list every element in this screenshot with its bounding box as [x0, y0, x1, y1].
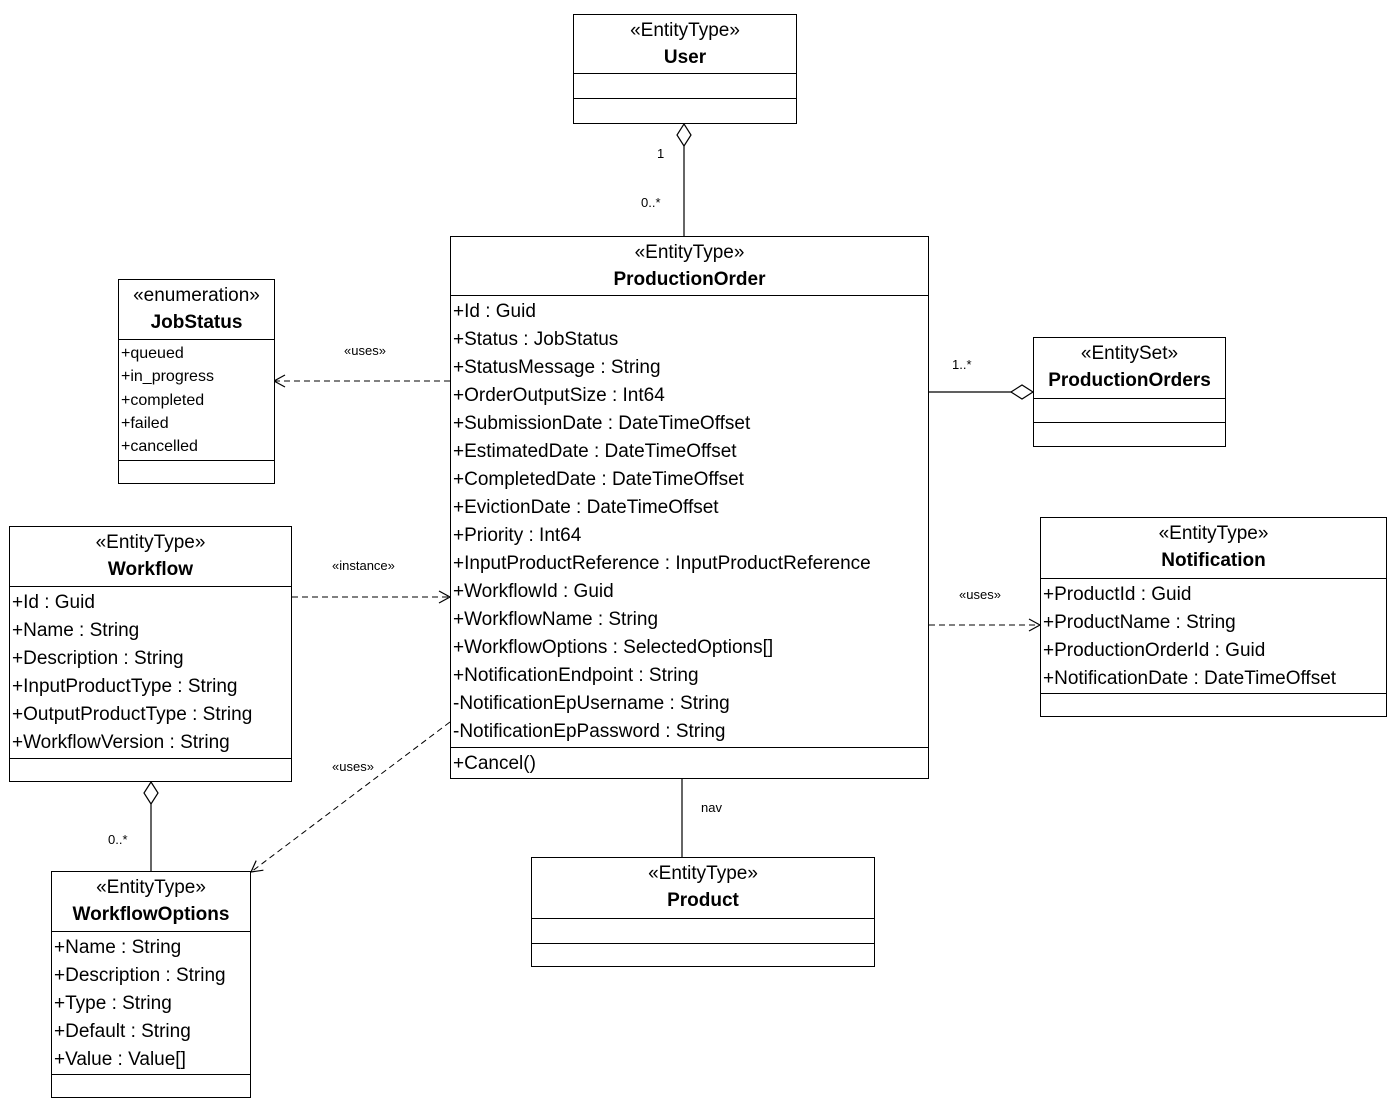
attribute: +ProductId : Guid	[1043, 584, 1192, 605]
class-job-status: «enumeration» JobStatus +queued +in_prog…	[118, 279, 275, 484]
attribute: +StatusMessage : String	[453, 357, 661, 378]
attribute: +WorkflowName : String	[453, 609, 659, 630]
enum-literal: +cancelled	[121, 438, 198, 456]
attribute: +WorkflowVersion : String	[12, 732, 230, 753]
class-product-name: Product	[667, 890, 739, 911]
class-workflow-options-stereotype: «EntityType»	[96, 877, 206, 898]
attribute: +InputProductReference : InputProductRef…	[453, 553, 871, 574]
class-production-order-attributes: +Id : Guid +Status : JobStatus +StatusMe…	[451, 296, 928, 748]
attribute: +Id : Guid	[453, 301, 536, 322]
attribute: +EvictionDate : DateTimeOffset	[453, 497, 719, 518]
class-user-stereotype: «EntityType»	[630, 20, 740, 41]
operation-cancel: +Cancel()	[453, 753, 536, 774]
label-uses-jobstatus: «uses»	[344, 343, 386, 358]
label-set-multiplicity: 1..*	[952, 357, 972, 372]
class-job-status-header: «enumeration» JobStatus	[119, 280, 274, 340]
user-aggregation-diamond	[676, 122, 692, 148]
orders-set-aggregation-diamond	[1009, 384, 1035, 400]
class-user-attributes	[574, 74, 796, 99]
class-production-order-name: ProductionOrder	[613, 269, 766, 290]
class-production-order: «EntityType» ProductionOrder +Id : Guid …	[450, 236, 929, 779]
label-uses-workflowoptions: «uses»	[332, 759, 374, 774]
class-production-orders-attributes	[1034, 399, 1225, 423]
attribute: +NotificationDate : DateTimeOffset	[1043, 668, 1337, 689]
class-notification-stereotype: «EntityType»	[1158, 523, 1269, 544]
attribute: +WorkflowId : Guid	[453, 581, 614, 602]
class-workflow-attributes: +Id : Guid +Name : String +Description :…	[10, 587, 291, 759]
class-notification-name: Notification	[1161, 550, 1266, 571]
class-workflow-name: Workflow	[107, 559, 194, 580]
attribute: +Name : String	[12, 620, 140, 641]
class-job-status-stereotype: «enumeration»	[133, 285, 260, 306]
label-uses-notification: «uses»	[959, 587, 1001, 602]
label-options-multiplicity: 0..*	[108, 832, 128, 847]
attribute: +OutputProductType : String	[12, 704, 253, 725]
class-production-order-stereotype: «EntityType»	[634, 242, 745, 263]
class-production-order-operations: +Cancel()	[451, 748, 928, 780]
enum-literal: +queued	[121, 345, 184, 362]
attribute: +ProductionOrderId : Guid	[1043, 640, 1266, 661]
class-workflow-options-attributes: +Name : String +Description : String +Ty…	[52, 932, 250, 1075]
class-production-orders-stereotype: «EntitySet»	[1080, 343, 1179, 364]
class-product-stereotype: «EntityType»	[648, 863, 758, 884]
attribute: +Priority : Int64	[453, 525, 582, 546]
attribute: +Value : Value[]	[54, 1049, 186, 1070]
attribute: +Default : String	[54, 1021, 191, 1042]
attribute: +Id : Guid	[12, 592, 95, 613]
attribute: +Name : String	[54, 937, 182, 958]
workflow-aggregation-diamond	[143, 780, 159, 806]
attribute: +NotificationEndpoint : String	[453, 665, 699, 686]
class-job-status-name: JobStatus	[150, 312, 243, 333]
label-user-multiplicity: 1	[657, 146, 665, 161]
attribute: +Status : JobStatus	[453, 329, 619, 350]
class-job-status-literals: +queued +in_progress +completed +failed …	[119, 340, 274, 461]
class-workflow: «EntityType» Workflow +Id : Guid +Name :…	[9, 526, 292, 782]
enum-literal: +failed	[121, 414, 169, 432]
attribute: +Type : String	[54, 993, 172, 1014]
class-user-header: «EntityType» User	[574, 15, 796, 74]
class-notification: «EntityType» Notification +ProductId : G…	[1040, 517, 1387, 717]
attribute: -NotificationEpUsername : String	[453, 693, 730, 714]
label-order-multiplicity: 0..*	[641, 195, 661, 210]
class-workflow-stereotype: «EntityType»	[95, 532, 206, 553]
class-user: «EntityType» User	[573, 14, 797, 124]
enum-literal: +completed	[121, 391, 205, 409]
class-production-orders-name: ProductionOrders	[1048, 370, 1211, 391]
class-workflow-header: «EntityType» Workflow	[10, 527, 291, 587]
class-production-orders: «EntitySet» ProductionOrders	[1033, 337, 1226, 447]
label-nav: nav	[701, 800, 722, 815]
attribute: -NotificationEpPassword : String	[453, 721, 726, 742]
class-notification-header: «EntityType» Notification	[1041, 518, 1386, 579]
attribute: +CompletedDate : DateTimeOffset	[453, 469, 744, 490]
attribute: +SubmissionDate : DateTimeOffset	[453, 413, 751, 434]
attribute: +ProductName : String	[1043, 612, 1236, 633]
class-product-header: «EntityType» Product	[532, 858, 874, 919]
attribute: +OrderOutputSize : Int64	[453, 385, 665, 406]
enum-literal: +in_progress	[121, 368, 214, 386]
class-workflow-options: «EntityType» WorkflowOptions +Name : Str…	[51, 871, 251, 1098]
class-product: «EntityType» Product	[531, 857, 875, 967]
class-notification-attributes: +ProductId : Guid +ProductName : String …	[1041, 579, 1386, 694]
attribute: +Description : String	[54, 965, 226, 986]
attribute: +WorkflowOptions : SelectedOptions[]	[453, 637, 774, 658]
attribute: +InputProductType : String	[12, 676, 238, 697]
attribute: +EstimatedDate : DateTimeOffset	[453, 441, 737, 462]
class-production-orders-header: «EntitySet» ProductionOrders	[1034, 338, 1225, 399]
class-workflow-options-header: «EntityType» WorkflowOptions	[52, 872, 250, 932]
order-uses-workflowoptions	[249, 721, 451, 873]
class-production-order-header: «EntityType» ProductionOrder	[451, 237, 928, 296]
label-instance: «instance»	[332, 558, 395, 573]
class-user-name: User	[663, 47, 707, 68]
class-product-attributes	[532, 919, 874, 944]
class-workflow-options-name: WorkflowOptions	[72, 904, 230, 925]
attribute: +Description : String	[12, 648, 184, 669]
